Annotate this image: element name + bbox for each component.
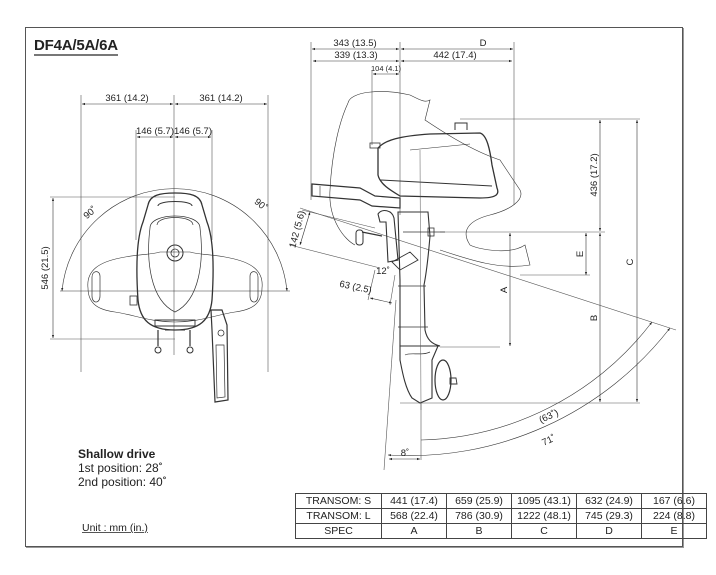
side-view [289, 42, 677, 471]
cell: 745 (29.3) [576, 508, 642, 524]
side-label-a: A [499, 286, 510, 293]
cell: 632 (24.9) [576, 493, 642, 509]
side-front-depth: 442 (17.4) [433, 50, 476, 61]
front-half-width-left: 361 (14.2) [105, 93, 148, 104]
swivel-angle-left: 90˚ [82, 204, 100, 221]
cell: 224 (8.8) [641, 508, 707, 524]
shallow-drive-note: Shallow drive 1st position: 28˚ 2nd posi… [78, 447, 167, 489]
table-row: TRANSOM: L 568 (22.4) 786 (30.9) 1222 (4… [295, 508, 707, 524]
side-handle-offset: 104 (4.1) [371, 64, 402, 73]
cell: 659 (25.9) [446, 493, 512, 509]
swivel-angle-right: 90˚ [252, 196, 270, 213]
side-label-e: E [575, 251, 586, 257]
front-body-right: 146 (5.7) [174, 126, 212, 137]
front-height: 546 (21.5) [40, 246, 51, 289]
front-half-width-right: 361 (14.2) [199, 93, 242, 104]
side-top-overall: 343 (13.5) [333, 38, 376, 49]
cell: 786 (30.9) [446, 508, 512, 524]
row-label: TRANSOM: S [295, 493, 382, 509]
drawing-frame [25, 27, 683, 547]
shallow-drive-heading: Shallow drive [78, 447, 156, 461]
side-bracket-depth: 63 (2.5) [338, 279, 372, 297]
unit-note: Unit : mm (in.) [82, 522, 148, 534]
side-label-c: C [625, 258, 636, 265]
cell: 568 (22.4) [381, 508, 447, 524]
front-view [50, 95, 290, 403]
side-label-b: B [589, 315, 600, 321]
spec-letter: D [576, 523, 642, 539]
side-bracket-angle: 12˚ [376, 266, 390, 277]
cell: 1095 (43.1) [511, 493, 577, 509]
cell: 441 (17.4) [381, 493, 447, 509]
shallow-drive-second: 2nd position: 40˚ [78, 475, 167, 489]
trim-angle: 8˚ [401, 448, 409, 459]
tilt-angle-inner: (63˚) [538, 408, 561, 426]
cell: 1222 (48.1) [511, 508, 577, 524]
model-title: DF4A/5A/6A [34, 37, 118, 56]
table-footer-row: SPEC A B C D E [295, 523, 707, 539]
side-tiller-length: 339 (13.3) [334, 50, 377, 61]
shallow-drive-first: 1st position: 28˚ [78, 461, 163, 475]
table-row: TRANSOM: S 441 (17.4) 659 (25.9) 1095 (4… [295, 493, 707, 509]
front-body-left: 146 (5.7) [136, 126, 174, 137]
spec-letter: A [381, 523, 447, 539]
spec-letter: C [511, 523, 577, 539]
footer-label: SPEC [295, 523, 382, 539]
row-label: TRANSOM: L [295, 508, 382, 524]
side-head-height: 436 (17.2) [589, 153, 600, 196]
spec-table: TRANSOM: S 441 (17.4) 659 (25.9) 1095 (4… [295, 493, 707, 539]
side-dim-d: D [480, 38, 487, 49]
spec-letter: E [641, 523, 707, 539]
tilt-angle-outer: 71˚ [540, 433, 557, 449]
cell: 167 (6.6) [641, 493, 707, 509]
spec-letter: B [446, 523, 512, 539]
